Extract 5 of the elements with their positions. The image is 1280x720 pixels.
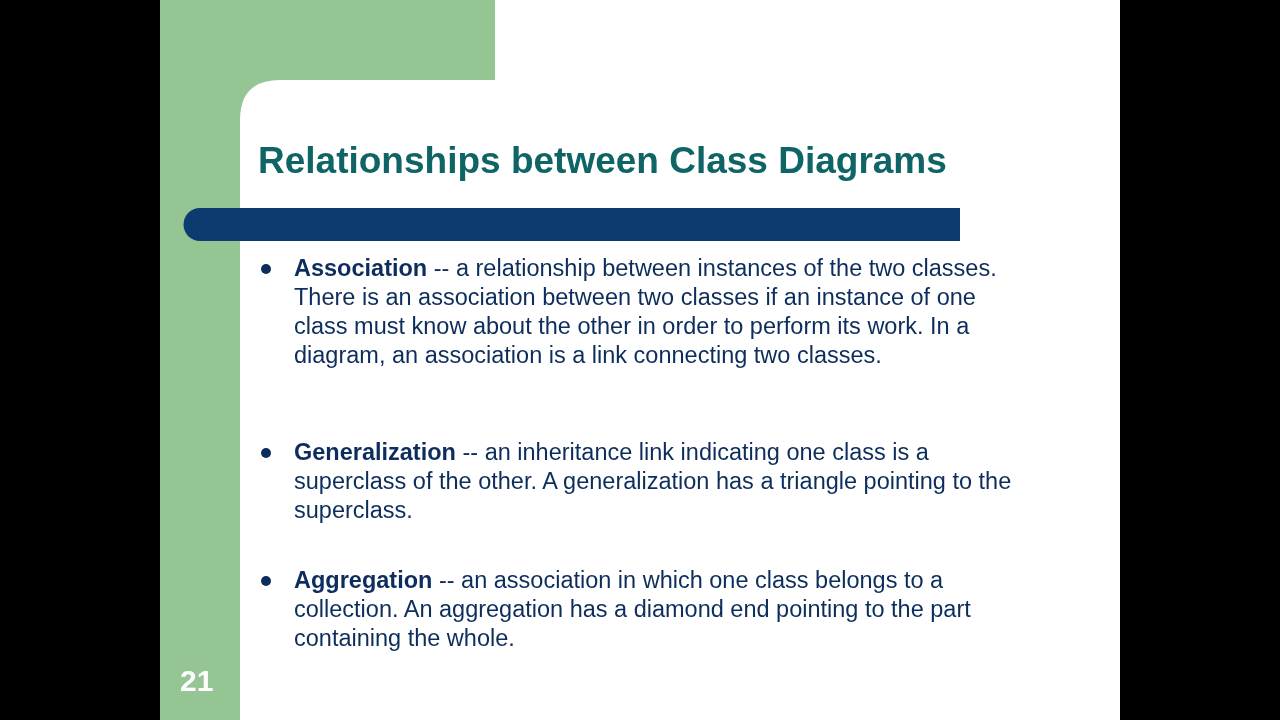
bullet-text: Aggregation -- an association in which one class belongs to a collection. An aggregation has a diamond end pointing to the part containing the whole. — [294, 566, 972, 653]
bullet-text: Association -- a relationship between instances of the two classes. There is an association between two classes if an instance of one class must know about the other in order to perform its work. In a diagram, an association is a link connecting two classes. — [294, 254, 998, 370]
bullet-text: Generalization -- an inheritance link indicating one class is a superclass of the other. A generalization has a triangle pointing to the superclass. — [294, 438, 1013, 525]
page-number: 21 — [180, 664, 214, 698]
slide-title: Relationships between Class Diagrams — [258, 140, 947, 182]
